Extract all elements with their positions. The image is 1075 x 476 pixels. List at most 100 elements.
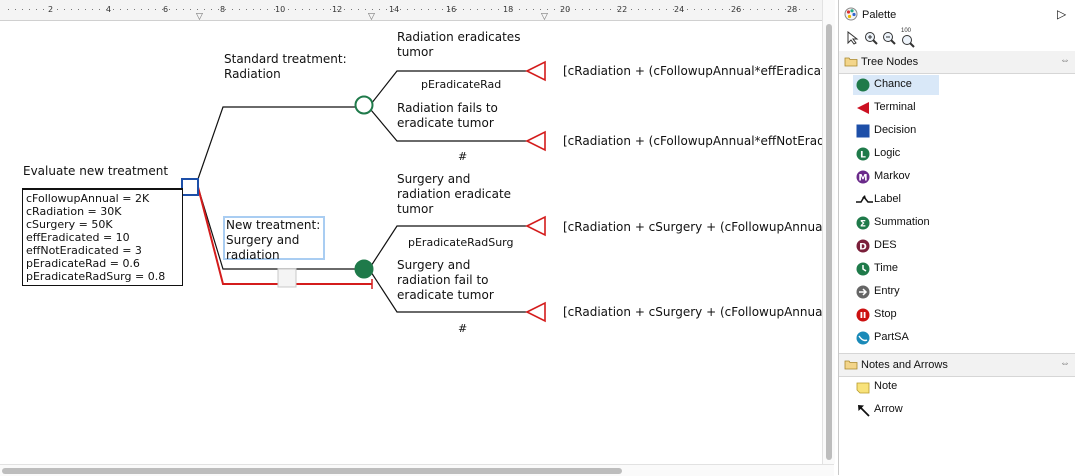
- ruler-tick: [673, 9, 674, 10]
- horizontal-scroll-thumb[interactable]: [2, 468, 622, 474]
- notes-header[interactable]: Notes and Arrows ⇔: [839, 353, 1075, 377]
- terminal-node[interactable]: [525, 60, 546, 82]
- palette-item-label: Entry: [874, 285, 900, 297]
- branch-label-line: Surgery and: [226, 233, 300, 247]
- palette-item-label: Stop: [874, 308, 897, 320]
- decision-icon: [856, 124, 870, 138]
- ruler-tick: [316, 9, 317, 10]
- ruler-tab-marker[interactable]: ▽: [196, 12, 203, 22]
- tree-nodes-header[interactable]: Tree Nodes ⇔: [839, 51, 1075, 74]
- parameter-line: effNotEradicated = 3: [26, 244, 142, 257]
- palette-item-label: Terminal: [874, 101, 916, 113]
- palette-item-label[interactable]: Label: [853, 190, 943, 210]
- collapse-arrow-icon[interactable]: ▷: [1057, 7, 1067, 21]
- arrow-icon: [856, 403, 870, 417]
- ruler-tick: [491, 9, 492, 10]
- ruler-tick: [624, 9, 625, 10]
- terminal-node[interactable]: [525, 130, 546, 152]
- ruler-tick: [575, 9, 576, 10]
- ruler-tick: [449, 9, 450, 10]
- ruler-tick: [582, 9, 583, 10]
- ruler: 2 4 6 8 10 12 14 16 18 20 22 24 26 28 ▽ …: [0, 0, 822, 22]
- ruler-tick: [610, 9, 611, 10]
- zoom-100-icon[interactable]: 100: [900, 28, 916, 48]
- tree-canvas[interactable]: Evaluate new treatment cFollowupAnnual =…: [0, 21, 835, 464]
- branch-label-new-editor[interactable]: New treatment: Surgery and radiation: [223, 216, 325, 262]
- palette-item-label: Summation: [874, 216, 930, 228]
- palette-item-partsa[interactable]: PartSA: [853, 328, 943, 348]
- vertical-scrollbar[interactable]: [822, 0, 835, 464]
- ruler-tick: [351, 9, 352, 10]
- outcome-label-line: Surgery and: [397, 172, 471, 186]
- ruler-tick: [344, 9, 345, 10]
- outcome-label-line: eradicate tumor: [397, 288, 494, 302]
- ruler-tick: [379, 9, 380, 10]
- ruler-tick: [785, 9, 786, 10]
- payoff-label: [cRadiation + (cFollowupAnnual*effEradic…: [563, 64, 834, 78]
- ruler-tick: [253, 9, 254, 10]
- ruler-tick: [519, 9, 520, 10]
- zoom-in-icon[interactable]: [864, 31, 878, 48]
- ruler-tick: [274, 9, 275, 10]
- terminal-node[interactable]: [525, 301, 546, 323]
- ruler-number: 16: [446, 5, 457, 14]
- palette-item-terminal[interactable]: Terminal: [853, 98, 943, 118]
- zoom-out-icon[interactable]: [882, 31, 896, 48]
- ruler-number: 18: [503, 5, 514, 14]
- ruler-tick: [190, 9, 191, 10]
- horizontal-scrollbar[interactable]: [0, 464, 834, 476]
- ruler-tick: [456, 9, 457, 10]
- drag-grip-icon[interactable]: ⇔: [1060, 358, 1070, 369]
- palette-item-decision[interactable]: Decision: [853, 121, 943, 141]
- ruler-tick: [421, 9, 422, 10]
- ruler-tick: [589, 9, 590, 10]
- ruler-tick: [561, 9, 562, 10]
- palette-item-arrow[interactable]: Arrow: [853, 400, 943, 420]
- zoom-100-text: 100: [901, 28, 912, 34]
- ruler-tick: [708, 9, 709, 10]
- ruler-tick: [120, 9, 121, 10]
- ruler-tick: [309, 9, 310, 10]
- ruler-tick: [134, 9, 135, 10]
- palette-item-note[interactable]: Note: [853, 377, 943, 397]
- branch-label-line: Radiation: [224, 67, 281, 81]
- ruler-tick: [169, 9, 170, 10]
- ruler-tick: [176, 9, 177, 10]
- outcome-label: Radiation eradicates tumor: [397, 30, 520, 60]
- ruler-tab-marker[interactable]: ▽: [541, 12, 548, 22]
- ruler-tick: [295, 9, 296, 10]
- stop-icon: [856, 308, 870, 322]
- parameter-line: cSurgery = 50K: [26, 218, 113, 231]
- ruler-tick: [554, 9, 555, 10]
- drag-handle[interactable]: [277, 268, 297, 288]
- decision-node[interactable]: [181, 178, 199, 196]
- ruler-tick: [547, 9, 548, 10]
- ruler-tick: [659, 9, 660, 10]
- select-tool-icon[interactable]: [846, 30, 860, 48]
- ruler-tab-marker[interactable]: ▽: [368, 12, 375, 22]
- branch-label-line: Standard treatment:: [224, 52, 347, 66]
- vertical-scroll-thumb[interactable]: [826, 24, 832, 460]
- chance-node-standard[interactable]: [354, 95, 374, 115]
- ruler-tick: [372, 9, 373, 10]
- notes-title: Notes and Arrows: [861, 359, 948, 371]
- ruler-tick: [638, 9, 639, 10]
- logic-icon: L: [856, 147, 870, 161]
- palette-item-stop[interactable]: Stop: [853, 305, 943, 325]
- palette-item-time[interactable]: Time: [853, 259, 943, 279]
- label-icon: [856, 193, 873, 207]
- ruler-tick: [36, 9, 37, 10]
- terminal-node[interactable]: [525, 215, 546, 237]
- chance-node-new[interactable]: [354, 259, 374, 279]
- outcome-label-line: Surgery and: [397, 258, 471, 272]
- drag-grip-icon[interactable]: ⇔: [1060, 55, 1070, 66]
- palette-item-chance[interactable]: Chance: [853, 75, 939, 95]
- branch-label-standard: Standard treatment: Radiation: [224, 52, 347, 82]
- palette-item-entry[interactable]: Entry: [853, 282, 943, 302]
- svg-text:D: D: [859, 243, 866, 253]
